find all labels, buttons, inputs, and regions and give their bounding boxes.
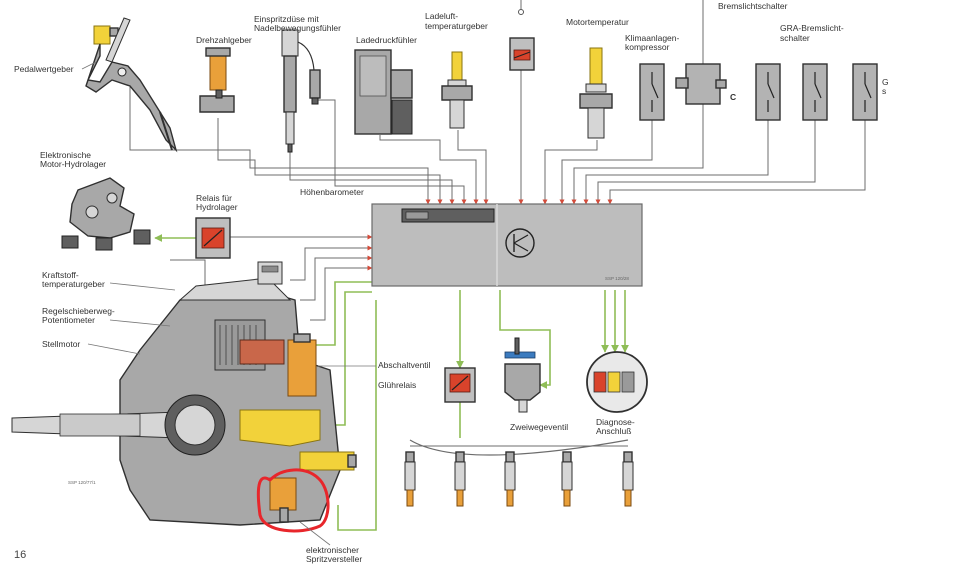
label-s: s [882,86,886,96]
label-diagnose-2: Anschluß [596,426,631,436]
page-number: 16 [14,549,26,561]
sensor-wiring [129,0,866,321]
glow-plug-4 [561,451,573,507]
two-way-valve [504,337,541,413]
control-unit: SSP 120/28 [371,203,643,287]
label-ladedruckfuehler: Ladedruckfühler [356,35,417,45]
glow-plug-relay [444,367,476,403]
switch-3 [755,63,781,121]
timing-device-solenoid [269,477,297,511]
label-ladeluft-2: temperaturgeber [425,21,488,31]
label-gluehrelais: Glührelais [378,380,416,390]
engine-mount-relay [195,217,231,259]
label-hydrolager-2: Motor-Hydrolager [40,159,106,169]
glow-plug-2 [454,451,466,507]
transistor-icon [505,228,535,258]
label-spritzversteller-1: elektronischer [306,545,359,555]
label-regelschieber-2: Potentiometer [42,315,95,325]
center-relay [509,37,535,71]
label-motortemperatur: Motortemperatur [566,17,629,27]
label-zweiwegeventil: Zweiwegeventil [510,422,568,432]
brake-light-switch: C [675,63,736,105]
label-hoehenbarometer: Höhenbarometer [300,187,364,197]
label-einspritzduese-2: Nadelbewegungsfühler [254,23,341,33]
label-einspritzduese-1: Einspritzdüse mit [254,14,319,24]
glow-plug-3 [504,451,516,507]
ssp-code-ecu: SSP 120/28 [605,276,629,281]
label-bremslicht: Bremslichtschalter [718,1,788,11]
speed-sensor [199,47,235,113]
injection-pump: SSP 120/77/1 [11,261,357,533]
shutoff-valve [287,339,317,397]
label-diagnose-1: Diagnose- [596,417,635,427]
label-relais-2: Hydrolager [196,202,238,212]
label-pedalwertgeber: Pedalwertgeber [14,64,74,74]
glow-plug-5 [622,451,634,507]
actuator-motor [239,339,285,365]
leader-lines [81,61,376,546]
label-stellmotor: Stellmotor [42,339,80,349]
label-abschaltventil: Abschaltventil [378,360,431,370]
glow-plug-bus [409,400,629,456]
glow-plug-1 [404,451,416,507]
ac-compressor-switch [639,63,665,121]
intake-air-temperature-sensor [441,51,473,129]
label-klima-1: Klimaanlagen- [625,33,680,43]
label-gra-1: GRA-Bremslicht- [780,23,844,33]
label-kraftstoff-2: temperaturgeber [42,279,105,289]
actuator-wiring [154,234,629,531]
switch-5 [852,63,878,121]
glow-plugs [404,451,634,507]
label-ladeluft-1: Ladeluft- [425,11,458,21]
gra-brake-light-switch [802,63,828,121]
coolant-temperature-sensor [579,47,613,139]
label-hydrolager-1: Elektronische [40,150,91,160]
diagnostic-connector [586,351,648,413]
label-g: G [882,77,889,87]
engine-mount-assembly [61,177,151,251]
label-gra-2: schalter [780,33,810,43]
labels: Pedalwertgeber Drehzahlgeber Einspritzdü… [14,1,889,564]
label-spritzversteller-2: Spritzversteller [306,554,362,564]
label-regelschieber-1: Regelschieberweg- [42,306,115,316]
injector-needle-sensor [281,29,321,153]
label-c: C [730,92,736,102]
fuel-channel [239,409,321,447]
highlight-circle [256,468,330,533]
label-klima-2: kompressor [625,42,670,52]
boost-pressure-sensor [354,49,413,135]
ssp-code-pump: SSP 120/77/1 [68,480,96,485]
label-kraftstoff-1: Kraftstoff- [42,270,79,280]
label-drehzahlgeber: Drehzahlgeber [196,35,252,45]
accelerator-pedal-sensor [85,17,178,153]
label-relais-1: Relais für [196,193,232,203]
